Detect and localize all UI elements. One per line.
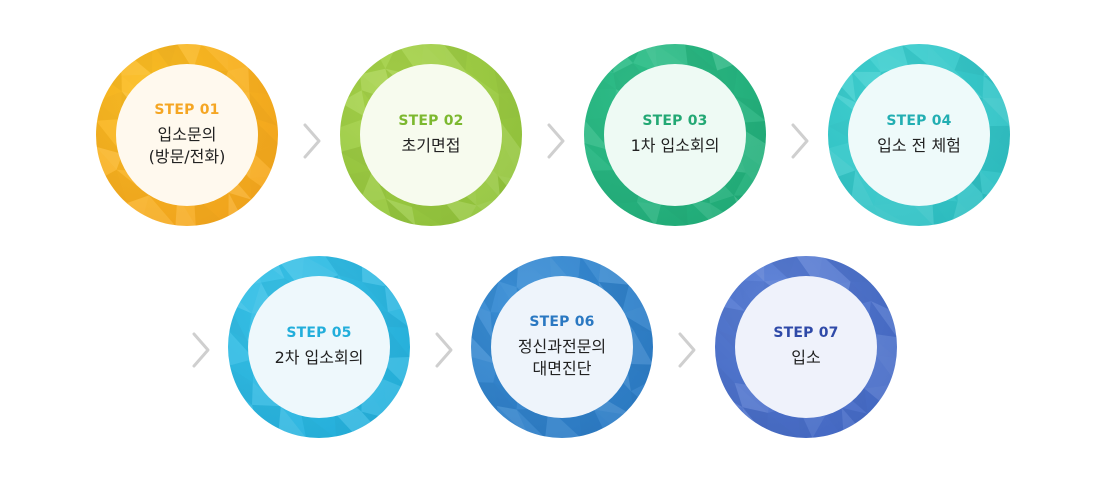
step-03: STEP 03 1차 입소회의 (584, 44, 766, 226)
step-04-title: 입소 전 체험 (877, 136, 961, 155)
arrow-5 (433, 330, 455, 370)
chevron-right-icon (192, 332, 210, 368)
chevron-right-icon (791, 123, 809, 159)
step-07-title: 입소 (791, 348, 821, 367)
step-07-content: STEP 07 입소 (735, 276, 877, 418)
arrow-1 (301, 121, 323, 161)
arrow-4 (190, 330, 212, 370)
step-01-title: 입소문의 (방문/전화) (148, 125, 226, 166)
arrow-3 (789, 121, 811, 161)
step-03-title: 1차 입소회의 (630, 136, 720, 155)
step-05-title: 2차 입소회의 (274, 348, 364, 367)
step-05: STEP 05 2차 입소회의 (228, 256, 410, 438)
chevron-right-icon (303, 123, 321, 159)
step-02-content: STEP 02 초기면접 (360, 64, 502, 206)
chevron-right-icon (435, 332, 453, 368)
step-07-label: STEP 07 (773, 325, 839, 341)
step-05-label: STEP 05 (286, 325, 352, 341)
step-07: STEP 07 입소 (715, 256, 897, 438)
chevron-right-icon (547, 123, 565, 159)
step-02-title: 초기면접 (401, 136, 461, 155)
chevron-right-icon (678, 332, 696, 368)
step-01-content: STEP 01 입소문의 (방문/전화) (116, 64, 258, 206)
step-01: STEP 01 입소문의 (방문/전화) (96, 44, 278, 226)
step-06-title: 정신과전문의 대면진단 (517, 337, 607, 378)
arrow-2 (545, 121, 567, 161)
step-04-content: STEP 04 입소 전 체험 (848, 64, 990, 206)
step-06: STEP 06 정신과전문의 대면진단 (471, 256, 653, 438)
step-02-label: STEP 02 (398, 113, 464, 129)
step-05-content: STEP 05 2차 입소회의 (248, 276, 390, 418)
step-01-label: STEP 01 (154, 102, 220, 118)
step-04: STEP 04 입소 전 체험 (828, 44, 1010, 226)
step-06-content: STEP 06 정신과전문의 대면진단 (491, 276, 633, 418)
step-03-content: STEP 03 1차 입소회의 (604, 64, 746, 206)
arrow-6 (676, 330, 698, 370)
step-06-label: STEP 06 (529, 314, 595, 330)
step-03-label: STEP 03 (642, 113, 708, 129)
step-04-label: STEP 04 (886, 113, 952, 129)
step-02: STEP 02 초기면접 (340, 44, 522, 226)
